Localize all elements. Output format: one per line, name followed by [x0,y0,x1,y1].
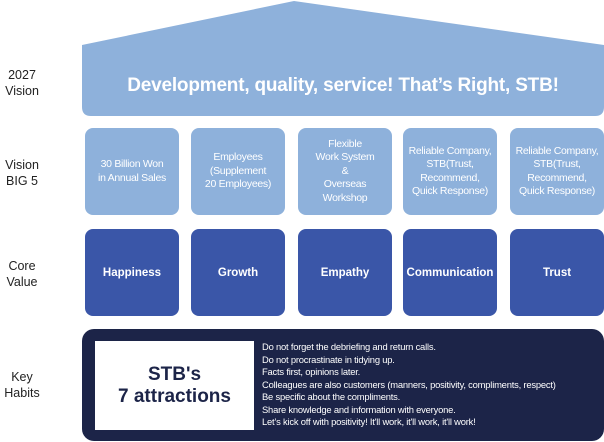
big5-line: STB(Trust, [533,158,581,170]
big5-card-text: Reliable Company, STB(Trust, Recommend, … [409,145,492,199]
big5-line: Overseas [323,178,367,191]
big5-card-text: Flexible Work System & Overseas Workshop [316,138,375,206]
habit-item: Colleagues are also customers (manners, … [262,378,556,390]
big5-line: Work System [315,151,375,164]
attractions-title-box: STB's 7 attractions [95,341,254,430]
big5-line: Reliable Company, [408,144,492,157]
big5-line: STB(Trust, [426,158,474,170]
core-value-happiness: Happiness [85,229,179,316]
core-value-growth: Growth [191,229,285,316]
big5-card: 30 Billion Won in Annual Sales [85,128,179,215]
big5-card-text: 30 Billion Won in Annual Sales [98,158,166,185]
big5-line: Employees [213,151,263,164]
row-label-line: Key [11,370,33,384]
big5-card: Reliable Company, STB(Trust, Recommend, … [510,128,604,215]
big5-line: 30 Billion Won [100,158,164,170]
row-label-vision-big5: Vision BIG 5 [0,157,44,189]
big5-line: Flexible [328,137,362,150]
big5-card-text: Employees (Supplement 20 Employees) [205,151,271,192]
big5-line: (Supplement [209,164,267,177]
big5-card: Reliable Company, STB(Trust, Recommend, … [403,128,497,215]
habit-item: Do not forget the debriefing and return … [262,341,436,352]
core-value-trust: Trust [510,229,604,316]
big5-line: 20 Employees) [204,178,272,191]
attractions-title-line: 7 attractions [118,385,231,407]
habit-item: Share knowledge and information with eve… [262,403,456,415]
attractions-title-line: STB's [147,363,202,385]
habit-list: Do not forget the debriefing and return … [262,341,602,429]
big5-card-text: Reliable Company, STB(Trust, Recommend, … [516,145,599,199]
vision-roof-shape [82,1,604,116]
vision-2027-text: Development, quality, service! That’s Ri… [127,75,559,96]
core-value-empathy: Empathy [298,229,392,316]
big5-line: Recommend, [420,171,480,184]
big5-line: Reliable Company, [515,144,599,157]
row-label-key-habits: Key Habits [0,369,44,401]
habit-item: Let’s kick off with positivity! It'll wo… [262,416,476,427]
big5-line: Recommend, [527,171,587,184]
row-label-line: Core [8,259,36,273]
big5-line: Workshop [322,191,368,204]
big5-card: Flexible Work System & Overseas Workshop [298,128,392,215]
row-label-line: BIG 5 [6,174,38,188]
row-label-line: Value [6,275,38,289]
core-value-communication: Communication [403,229,497,316]
row-label-line: Vision [5,84,39,98]
big5-line: Quick Response) [518,185,596,197]
big5-card: Employees (Supplement 20 Employees) [191,128,285,215]
habit-item: Facts first, opinions later. [262,366,361,377]
row-label-line: 2027 [8,68,36,82]
row-label-core-value: Core Value [0,258,44,290]
row-label-line: Vision [5,158,39,172]
habit-item: Be specific about the compliments. [262,391,401,402]
row-label-line: Habits [4,386,40,400]
big5-line: Quick Response) [411,185,489,197]
habit-item: Do not procrastinate in tidying up. [262,353,395,365]
row-label-2027-vision: 2027 Vision [0,67,44,99]
big5-line: in Annual Sales [98,171,166,184]
big5-line: & [341,164,349,177]
